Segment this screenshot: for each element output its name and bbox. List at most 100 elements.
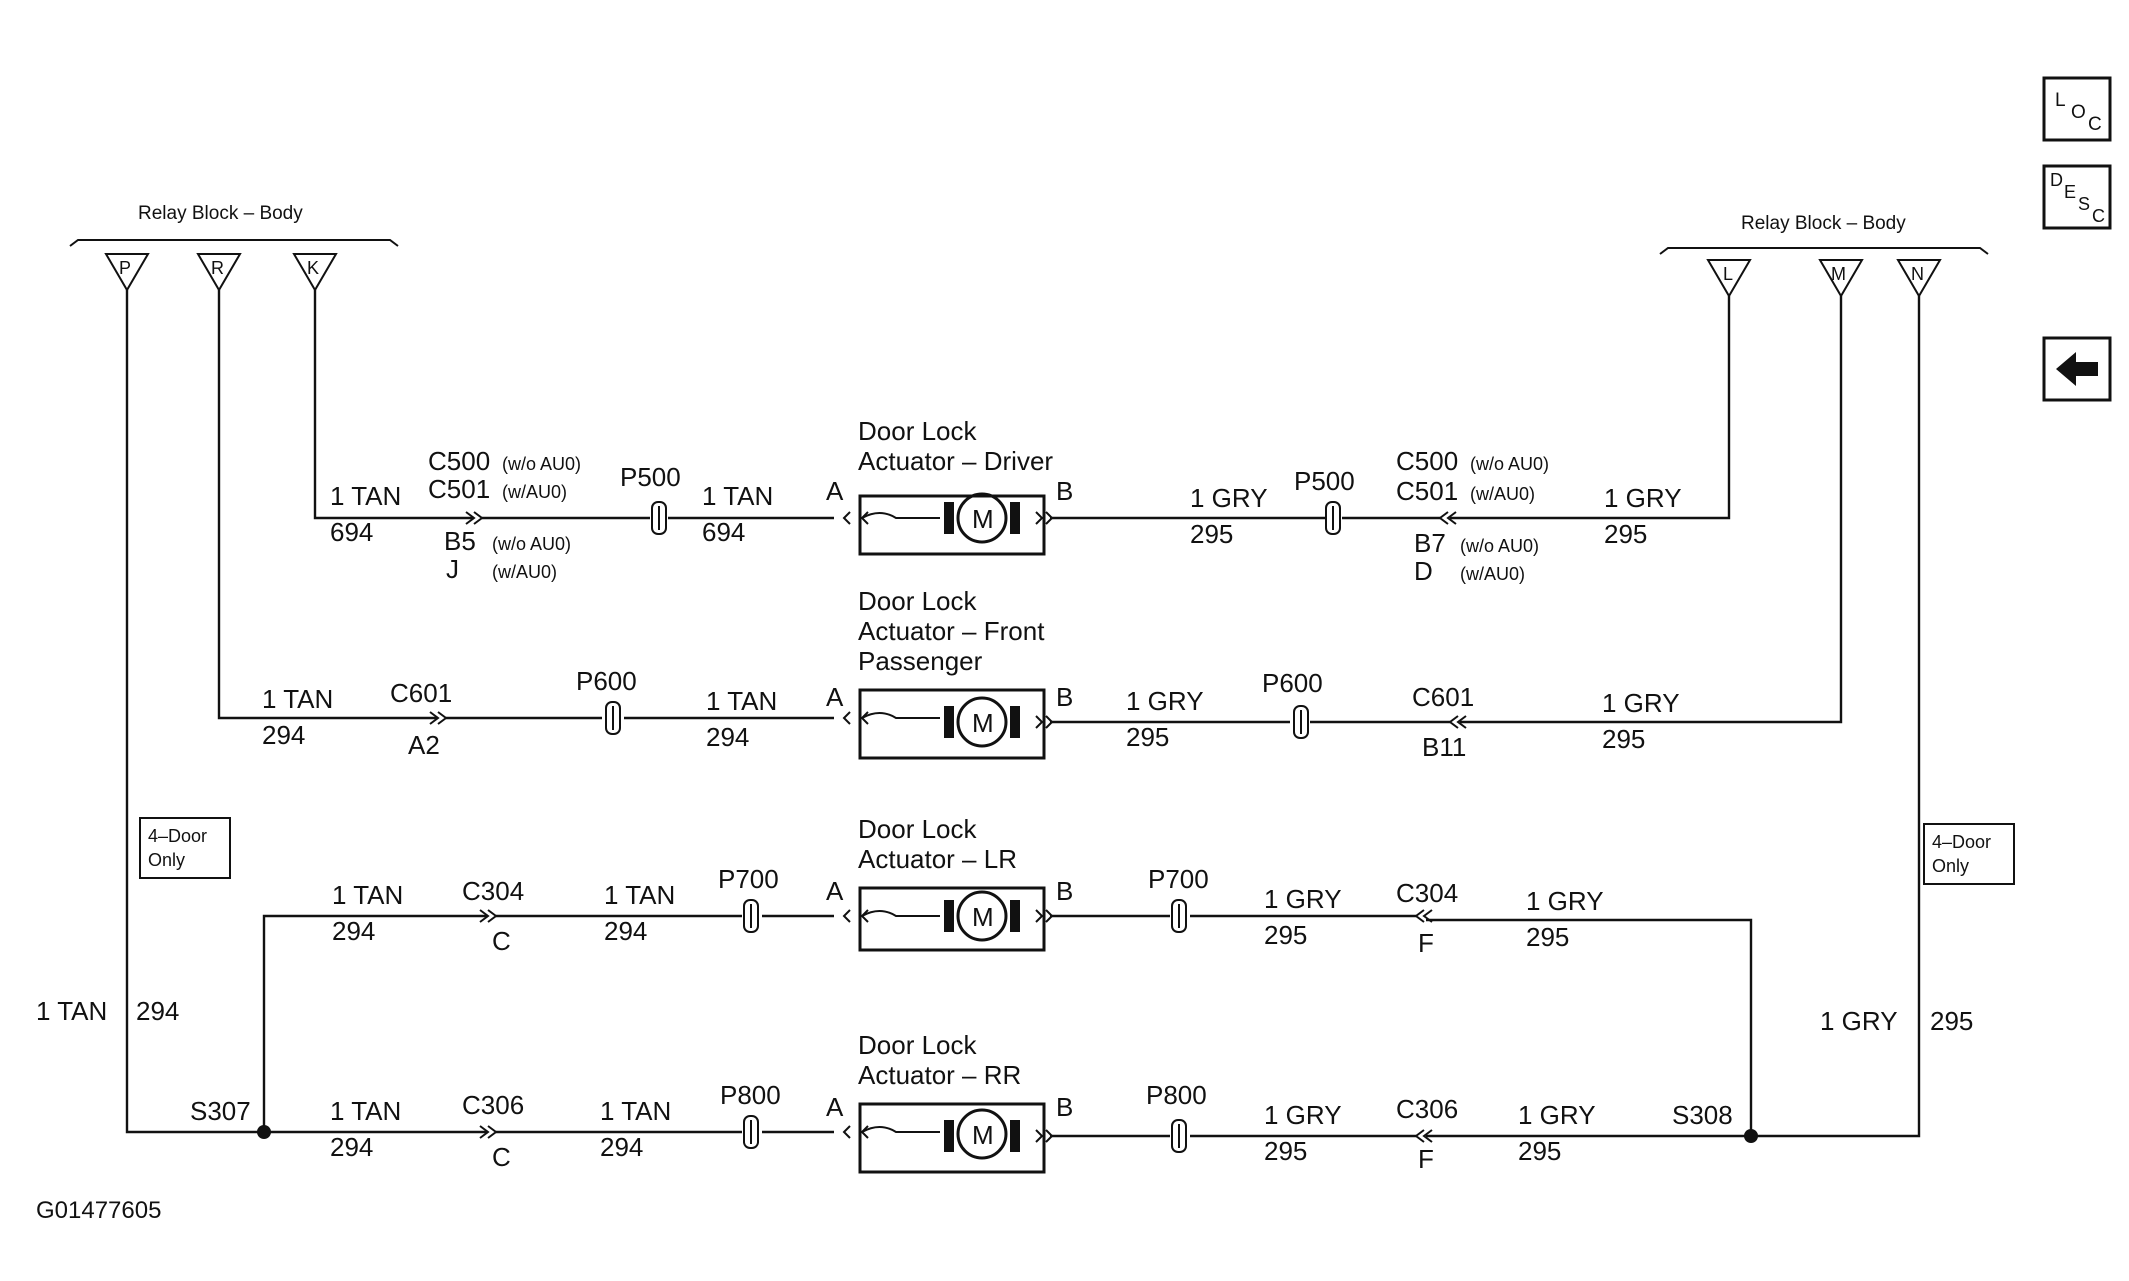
desc-button[interactable]: D E S C	[2042, 164, 2112, 230]
connector-note: (w/AU0)	[492, 562, 557, 582]
wire-left-trunk	[125, 290, 264, 1134]
figure-id: G01477605	[36, 1197, 161, 1224]
splice-id-s308: S308	[1672, 1100, 1733, 1130]
wire-driver-left	[313, 290, 474, 520]
connector-pin: C	[492, 926, 511, 956]
row-lr-labels: 1 TAN 294 C304 C 1 TAN 294 P700 P700 1 G…	[332, 864, 1604, 958]
actuator-front-passenger: Door Lock Actuator – Front Passenger M A…	[826, 586, 1073, 760]
back-button[interactable]	[2042, 336, 2112, 402]
actuator-driver-pin-a: A	[826, 476, 844, 506]
actuator-driver: Door Lock Actuator – Driver M A B	[826, 416, 1073, 556]
circuit-number: 694	[330, 517, 373, 547]
connector-pin: D	[1414, 556, 1433, 586]
wire-right-trunk	[1751, 296, 1921, 1138]
wire-color: 1 GRY	[1518, 1100, 1596, 1130]
note-4-door-only: 4–Door	[148, 826, 207, 846]
splice-pack-id: P800	[720, 1080, 781, 1110]
connector-note: (w/o AU0)	[492, 534, 571, 554]
actuator-lr-line2: Actuator – LR	[858, 844, 1017, 874]
circuit-number: 295	[1526, 922, 1569, 952]
connector-pin: B7	[1414, 528, 1446, 558]
relay-block-right-title: Relay Block – Body	[1741, 213, 1906, 234]
circuit-number: 294	[604, 916, 647, 946]
actuator-lr-line1: Door Lock	[858, 814, 977, 844]
circuit-number: 295	[1518, 1136, 1561, 1166]
wire-color: 1 TAN	[330, 481, 401, 511]
wire-color: 1 GRY	[1602, 688, 1680, 718]
actuator-rr-line2: Actuator – RR	[858, 1060, 1021, 1090]
row-front-labels: 1 TAN 294 C601 A2 P600 1 TAN 294 1 GRY 2…	[262, 666, 1680, 762]
circuit-number: 294	[330, 1132, 373, 1162]
splice-pack-id: P500	[620, 462, 681, 492]
relay-pin-r: R	[196, 253, 242, 292]
connector-pin: A2	[408, 730, 440, 760]
connector-id: C501	[428, 474, 490, 504]
motor-icon	[956, 890, 1008, 942]
svg-text:M: M	[1831, 264, 1846, 284]
wire-lr-left-riser	[262, 914, 488, 1132]
relay-block-right: Relay Block – Body L M N	[1659, 213, 1989, 298]
wire-color: 1 TAN	[332, 880, 403, 910]
relay-pin-k: K	[292, 253, 338, 292]
svg-text:N: N	[1911, 264, 1924, 284]
connector-pin: B11	[1422, 732, 1466, 762]
wire-color: 1 TAN	[604, 880, 675, 910]
splice-pack-marks	[605, 501, 1341, 1153]
wire-color: 1 GRY	[1126, 686, 1204, 716]
circuit-number: 295	[1190, 519, 1233, 549]
loc-button-char-2: O	[2071, 102, 2086, 123]
desc-button-char-1: D	[2050, 170, 2063, 190]
wire-color: 1 GRY	[1264, 1100, 1342, 1130]
connector-note: (w/AU0)	[502, 482, 567, 502]
connector-id: C304	[1396, 878, 1458, 908]
connector-pin: J	[446, 554, 459, 584]
svg-text:P: P	[119, 258, 131, 278]
note-4-door-only: 4–Door	[1932, 832, 1991, 852]
connector-note: (w/o AU0)	[1470, 454, 1549, 474]
motor-icon	[956, 492, 1008, 544]
connector-id: C306	[1396, 1094, 1458, 1124]
wire-lr-right-riser	[1426, 918, 1753, 1136]
wire-color: 1 GRY	[1526, 886, 1604, 916]
motor-icon	[956, 696, 1008, 748]
desc-button-char-3: S	[2078, 194, 2090, 214]
wire-color: 1 TAN	[262, 684, 333, 714]
connector-id: C601	[1412, 682, 1474, 712]
circuit-number: 294	[332, 916, 375, 946]
circuit-number: 295	[1126, 722, 1169, 752]
connector-id: C501	[1396, 476, 1458, 506]
connector-note: (w/AU0)	[1460, 564, 1525, 584]
left-arrow-icon	[2056, 352, 2098, 386]
connector-id: C306	[462, 1090, 524, 1120]
circuit-number: 295	[1264, 1136, 1307, 1166]
note-4-door-only: Only	[148, 850, 185, 870]
circuit-number: 295	[1264, 920, 1307, 950]
actuator-rr-line1: Door Lock	[858, 1030, 977, 1060]
wire-color: 1 TAN	[706, 686, 777, 716]
svg-text:L: L	[1723, 264, 1733, 284]
connector-pin: C	[492, 1142, 511, 1172]
connector-marks	[429, 511, 1467, 1143]
splice-pack-id: P700	[718, 864, 779, 894]
splice-pack-id: P600	[1262, 668, 1323, 698]
wire-front-left	[217, 290, 438, 720]
actuator-lr-pin-a: A	[826, 876, 844, 906]
splice-dot-s307	[257, 1125, 271, 1139]
splice-id-s307: S307	[190, 1096, 251, 1126]
svg-text:K: K	[307, 258, 319, 278]
wire-color: 1 GRY	[1820, 1006, 1898, 1036]
actuator-front-line2: Actuator – Front	[858, 616, 1045, 646]
relay-block-left: Relay Block – Body P R K	[69, 203, 399, 292]
relay-block-left-title: Relay Block – Body	[138, 203, 303, 224]
splice-pack-id: P600	[576, 666, 637, 696]
relay-pin-m: M	[1818, 259, 1864, 298]
loc-button[interactable]: L O C	[2042, 76, 2112, 142]
loc-button-char-3: C	[2088, 114, 2102, 135]
wire-color: 1 TAN	[702, 481, 773, 511]
relay-pin-p: P	[104, 253, 150, 292]
circuit-number: 294	[136, 996, 179, 1026]
loc-button-char-1: L	[2055, 90, 2066, 111]
connector-id: C500	[1396, 446, 1458, 476]
actuator-driver-line1: Door Lock	[858, 416, 977, 446]
